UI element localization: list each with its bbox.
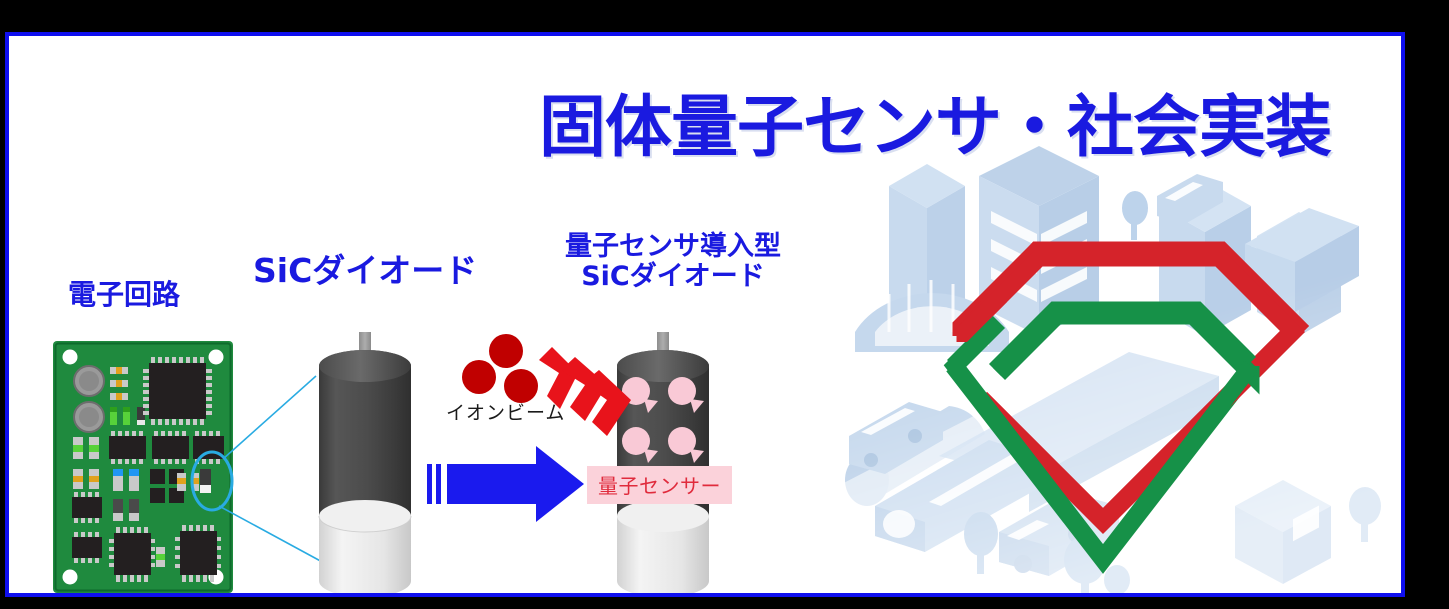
sic-diode: [318, 332, 412, 593]
logo-strokes: [943, 249, 1306, 572]
label-quantum-line2: SiCダイオード: [581, 261, 765, 293]
label-electronic-circuit: 電子回路: [68, 278, 181, 311]
chevron-triple-icon: [539, 347, 631, 436]
ion-particles: [462, 334, 538, 403]
quantum-sic-diode: [617, 332, 709, 593]
page-title: 固体量子センサ・社会実装: [539, 88, 1332, 166]
highlighted-diode-component: [177, 469, 211, 493]
arrow-right-icon: [427, 446, 584, 522]
label-quantum-line1: 量子センサ導入型: [565, 231, 781, 262]
label-quantum-sic-diode: 量子センサ導入型 SiCダイオード: [532, 231, 814, 293]
slide-artwork: [53, 146, 1401, 593]
spin-qubit-icon: [622, 377, 704, 463]
slide-frame: 固体量子センサ・社会実装 電子回路 SiCダイオード 量子センサ導入型 SiCダ…: [5, 32, 1405, 597]
label-ion-beam: イオンビーム: [446, 402, 566, 424]
label-sic-diode: SiCダイオード: [253, 251, 478, 290]
callout-ellipse-icon: [190, 375, 327, 565]
status-badge-quantum-sensor: 量子センサー: [587, 466, 732, 504]
pcb-board: [53, 341, 233, 593]
